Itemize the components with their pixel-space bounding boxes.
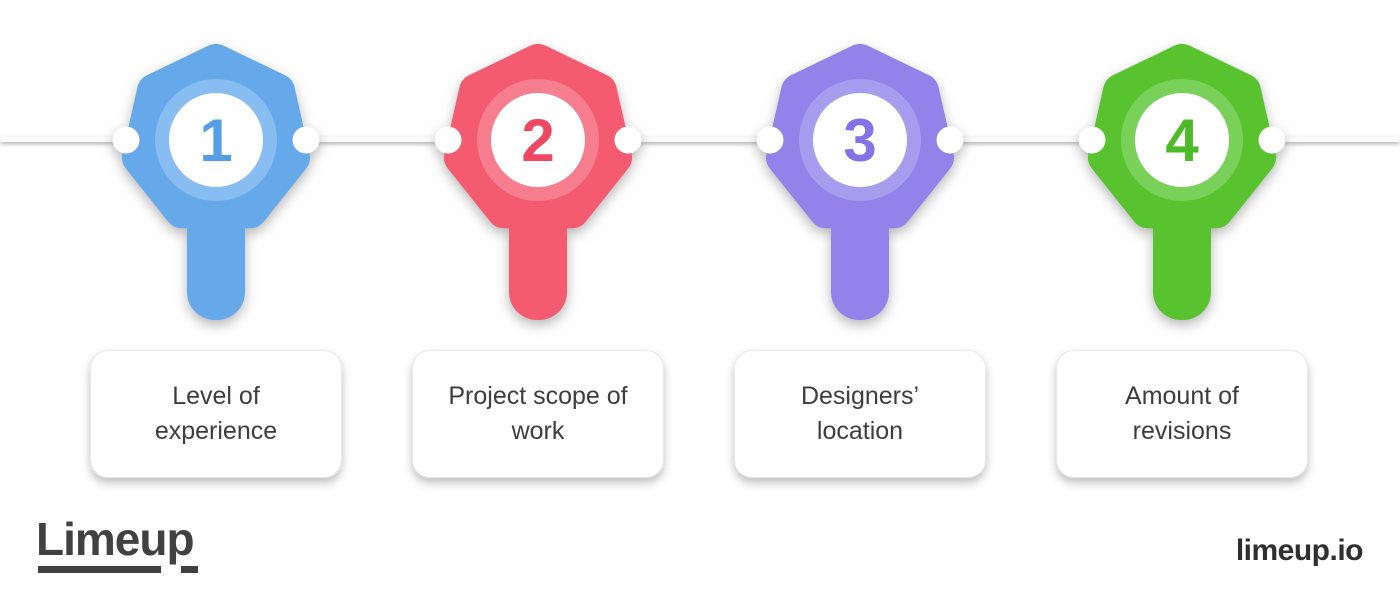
step-3-label-line-2: location <box>816 417 904 445</box>
step-2-column: 2 Project scope of work <box>408 0 668 478</box>
steps-row: 1 Level of experience 2 Project scope <box>86 0 1312 478</box>
step-1-label-line-1: Level of <box>172 382 260 410</box>
step-2-label-line-1: Project scope of <box>448 382 628 410</box>
timeline-connector-line <box>0 137 1400 142</box>
step-4-pin-icon: 4 <box>1078 44 1286 320</box>
connector-dot-right <box>936 126 964 154</box>
step-1-pin-icon: 1 <box>112 44 320 320</box>
connector-dot-right <box>292 126 320 154</box>
step-2-number: 2 <box>521 107 554 174</box>
timeline-line-shape <box>0 137 1400 142</box>
step-2-label-line-2: work <box>511 417 565 445</box>
connector-dot-left <box>434 126 462 154</box>
step-3-card: Designers’ location <box>734 350 986 478</box>
connector-dot-left <box>112 126 140 154</box>
step-3-number: 3 <box>843 107 876 174</box>
step-4-number: 4 <box>1165 107 1199 174</box>
step-4-label-line-1: Amount of <box>1125 382 1239 410</box>
step-4-column: 4 Amount of revisions <box>1052 0 1312 478</box>
step-2-card: Project scope of work <box>412 350 664 478</box>
step-1-column: 1 Level of experience <box>86 0 346 478</box>
connector-dot-left <box>756 126 784 154</box>
step-1-number: 1 <box>199 107 232 174</box>
step-4-label-line-2: revisions <box>1132 417 1232 445</box>
step-4-card: Amount of revisions <box>1056 350 1308 478</box>
step-1-label-line-2: experience <box>154 417 278 445</box>
step-2-pin-icon: 2 <box>434 44 642 320</box>
limeup-logo: Limeup <box>36 513 195 565</box>
pin-face <box>813 93 907 187</box>
logo-underline-left <box>38 566 161 573</box>
pin-face <box>491 93 585 187</box>
step-3-label-line-1: Designers’ <box>800 382 920 410</box>
connector-dot-left <box>1078 126 1106 154</box>
connector-dot-right <box>1258 126 1286 154</box>
pin-face <box>1135 93 1229 187</box>
website-text: limeup.io <box>1235 534 1364 567</box>
pin-face <box>169 93 263 187</box>
step-3-column: 3 Designers’ location <box>730 0 990 478</box>
step-3-pin-icon: 3 <box>756 44 964 320</box>
step-1-card: Level of experience <box>90 350 342 478</box>
connector-dot-right <box>614 126 642 154</box>
logo-underline-right <box>181 566 198 573</box>
